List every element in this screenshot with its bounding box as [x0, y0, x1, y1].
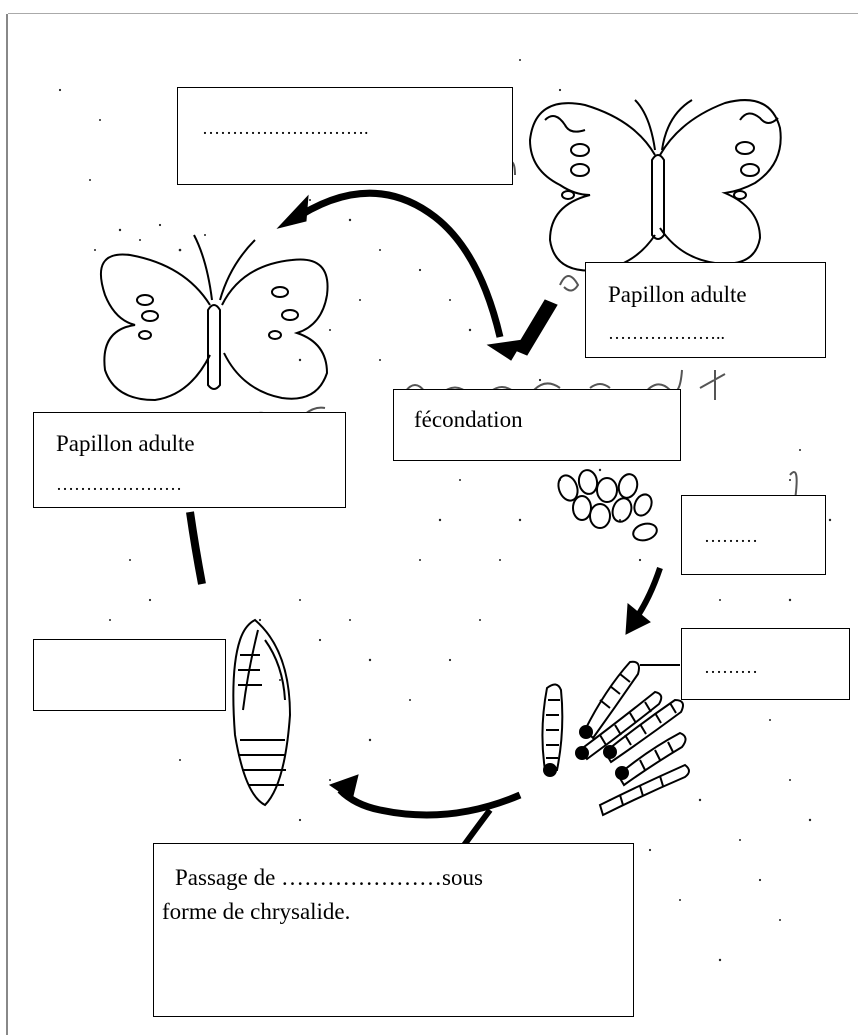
- chrysalis-icon: [232, 618, 292, 807]
- adult-left-label-box[interactable]: Papillon adulte …………………: [33, 412, 346, 508]
- butterfly-top-right-icon: [528, 99, 782, 272]
- passage-line-2: forme de chrysalide.: [162, 899, 351, 924]
- passage-line-1: Passage de …………………sous: [175, 865, 483, 890]
- fecondation-label-box[interactable]: fécondation: [393, 389, 681, 461]
- butterfly-left-icon: [100, 234, 329, 402]
- page-border-left: [6, 14, 8, 1035]
- caterpillars-icon: [541, 660, 690, 817]
- adult-left-dots: …………………: [56, 474, 182, 494]
- adult-right-title: Papillon adulte: [608, 282, 747, 307]
- top-blank-dots: ……………………….: [202, 118, 369, 138]
- adult-right-label-box[interactable]: Papillon adulte ………………..: [585, 262, 826, 358]
- larvae-dots: ………: [704, 657, 758, 677]
- adult-right-dots: ………………..: [608, 323, 725, 343]
- larvae-label-box[interactable]: ………: [681, 628, 850, 700]
- adult-left-title: Papillon adulte: [56, 431, 195, 456]
- chrysalis-blank-label-box[interactable]: [33, 639, 226, 711]
- cycle-arrows-icon: [186, 189, 663, 850]
- eggs-icon: [557, 469, 658, 542]
- passage-label-box[interactable]: Passage de …………………sous forme de chrysali…: [153, 843, 634, 1017]
- eggs-dots: ………: [704, 526, 758, 546]
- top-blank-label-box[interactable]: ……………………….: [177, 87, 513, 185]
- fecondation-text: fécondation: [414, 407, 523, 432]
- page-border-top: [8, 13, 858, 14]
- eggs-label-box[interactable]: ………: [681, 495, 826, 575]
